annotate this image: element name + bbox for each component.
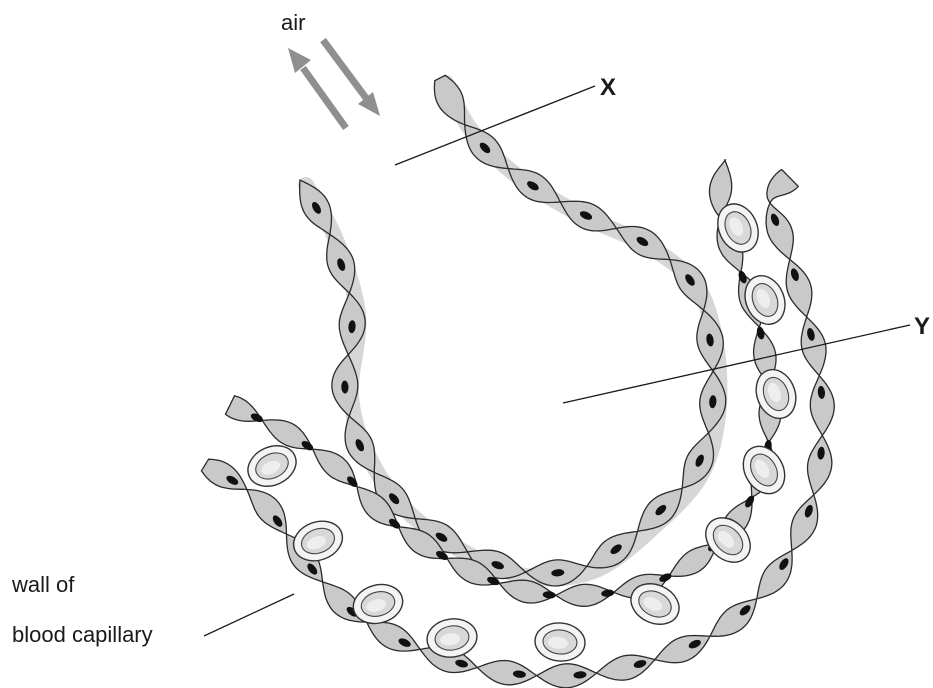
label-line-y bbox=[563, 325, 910, 403]
red-blood-cell bbox=[735, 439, 793, 501]
capillary-label-line1: wall of bbox=[11, 572, 75, 597]
air-label: air bbox=[281, 10, 305, 35]
capillary-label-line2: blood capillary bbox=[12, 622, 153, 647]
label-y: Y bbox=[914, 313, 930, 340]
red-blood-cell bbox=[533, 621, 586, 663]
red-blood-cell bbox=[750, 364, 803, 424]
label-line-capillary bbox=[204, 594, 294, 636]
label-x: X bbox=[600, 74, 616, 101]
air-arrows bbox=[288, 40, 380, 128]
